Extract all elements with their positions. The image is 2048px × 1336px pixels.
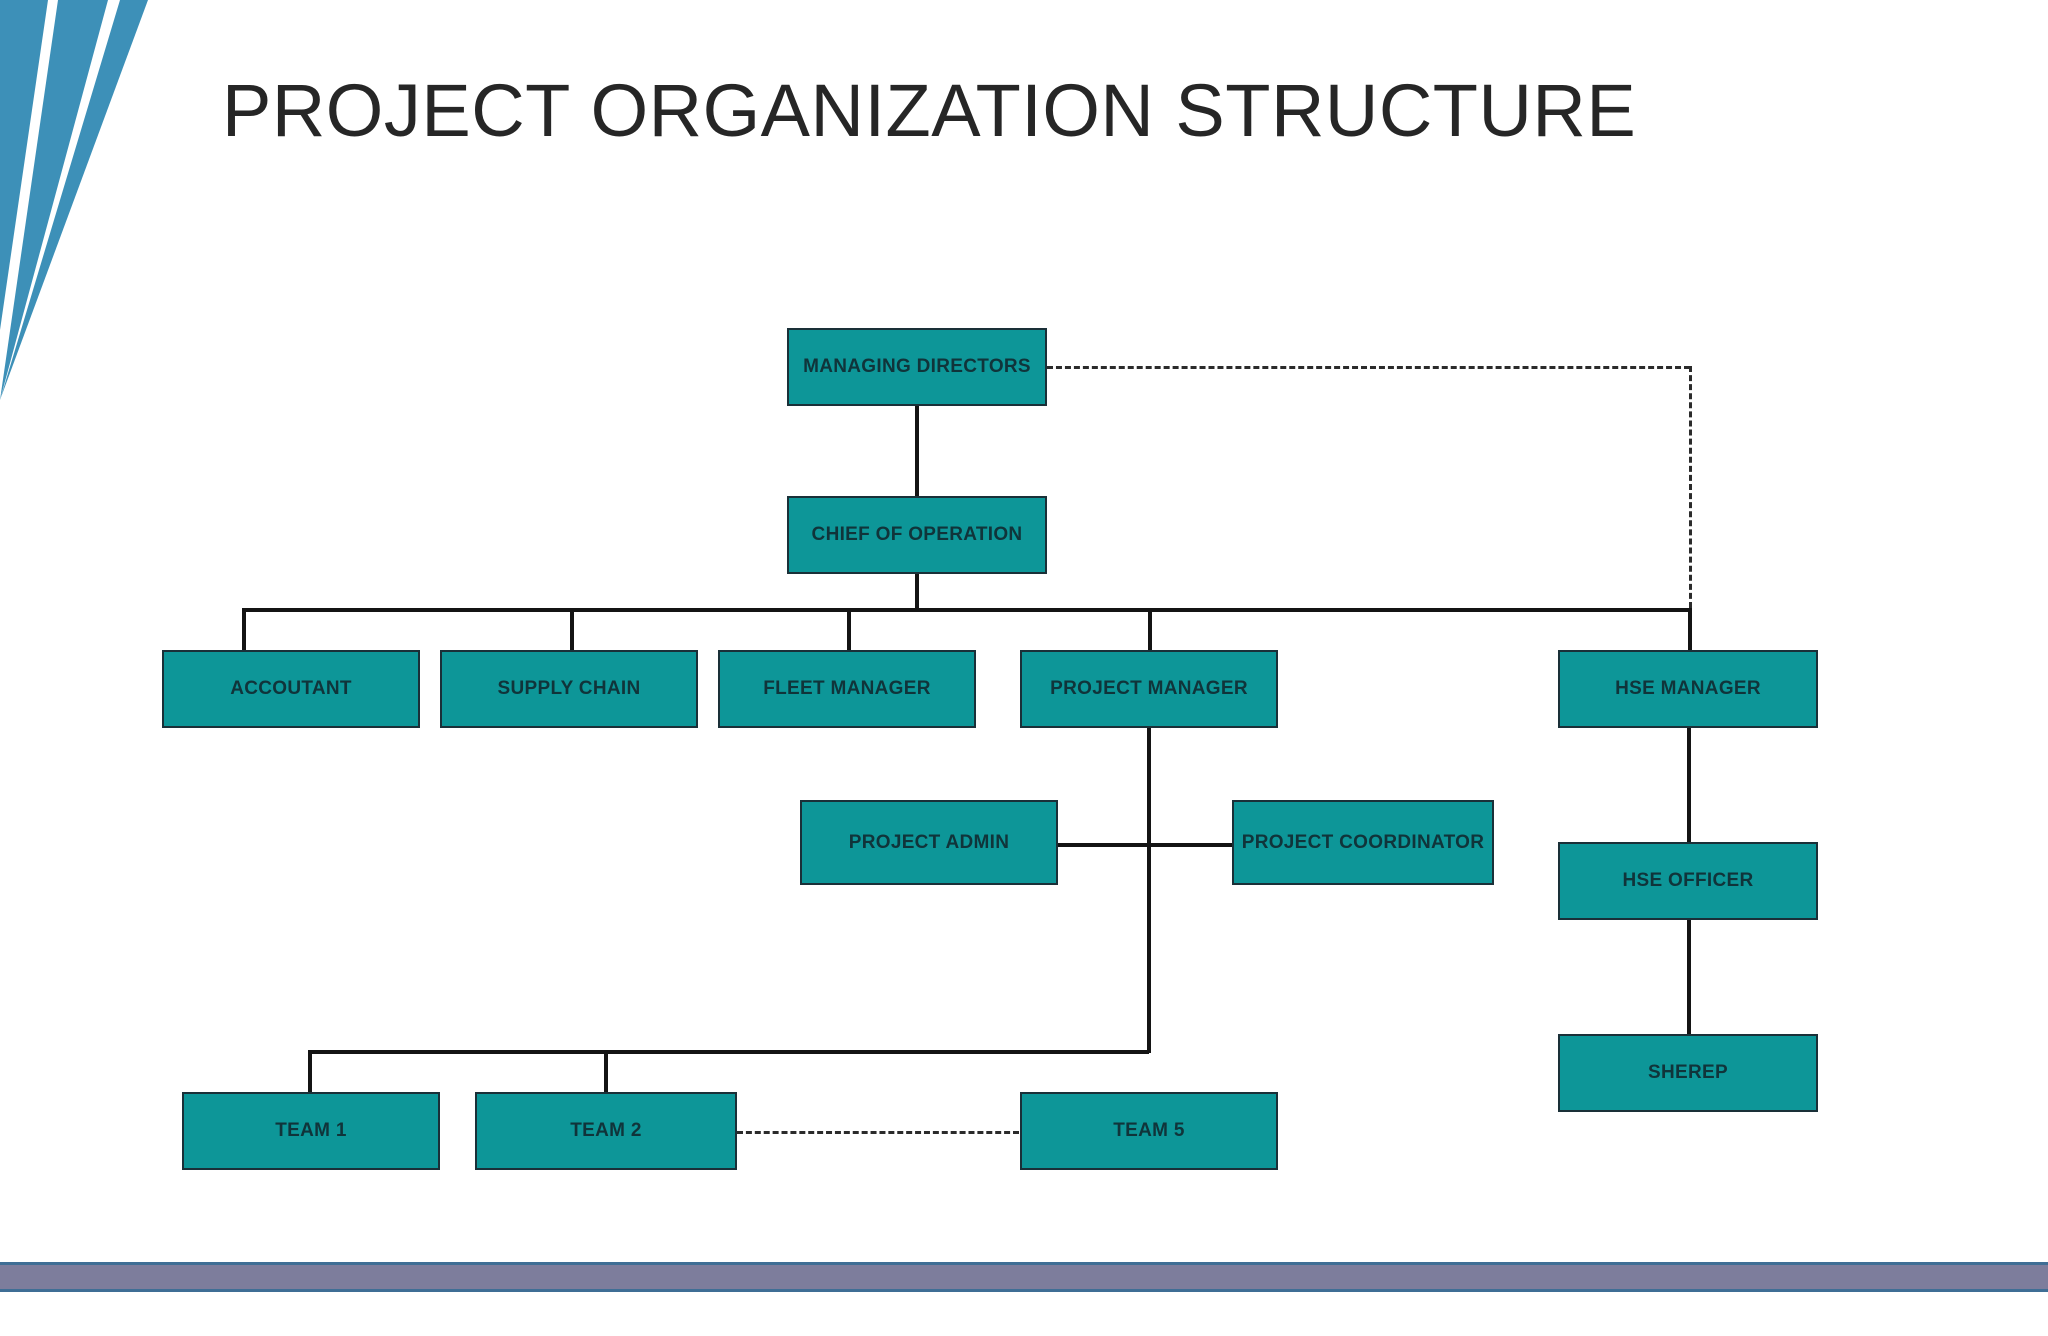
node-team-5[interactable]: TEAM 5 <box>1020 1092 1278 1170</box>
page-title: PROJECT ORGANIZATION STRUCTURE <box>222 69 1637 152</box>
node-label: PROJECT COORDINATOR <box>1241 831 1485 853</box>
node-label: TEAM 1 <box>275 1120 347 1141</box>
project-manager-trunk <box>1147 728 1151 1053</box>
edge-team2-to-team5 <box>737 1131 1019 1134</box>
node-accoutant[interactable]: ACCOUTANT <box>162 650 420 728</box>
node-project-coordinator[interactable]: PROJECT COORDINATOR <box>1232 800 1494 885</box>
node-label: HSE MANAGER <box>1615 678 1761 699</box>
edge-hse-manager-to-officer <box>1687 728 1691 842</box>
node-project-admin[interactable]: PROJECT ADMIN <box>800 800 1058 885</box>
node-label: CHIEF OF OPERATION <box>811 524 1023 545</box>
node-team-1[interactable]: TEAM 1 <box>182 1092 440 1170</box>
drop-line-supply-chain <box>570 608 574 650</box>
edge-md-to-hse-horizontal <box>1047 366 1690 369</box>
drop-line-team-2 <box>604 1050 608 1092</box>
node-label: PROJECT MANAGER <box>1050 678 1248 699</box>
drop-line-project-manager <box>1148 608 1152 650</box>
node-label: ACCOUTANT <box>230 678 352 699</box>
team-bus-bar <box>308 1050 1149 1054</box>
node-label: SHEREP <box>1648 1062 1728 1083</box>
drop-line-hse-manager <box>1688 608 1692 650</box>
node-project-manager[interactable]: PROJECT MANAGER <box>1020 650 1278 728</box>
node-managing-directors[interactable]: MANAGING DIRECTORS <box>787 328 1047 406</box>
footer-bar <box>0 1262 2048 1292</box>
drop-line-team-1 <box>308 1050 312 1092</box>
node-label: PROJECT ADMIN <box>848 831 1010 853</box>
node-label: TEAM 5 <box>1113 1120 1185 1141</box>
node-label: SUPPLY CHAIN <box>497 678 641 699</box>
node-hse-officer[interactable]: HSE OFFICER <box>1558 842 1818 920</box>
node-label: HSE OFFICER <box>1622 870 1754 891</box>
edge-md-to-hse-vertical <box>1689 366 1692 608</box>
node-chief-of-operation[interactable]: CHIEF OF OPERATION <box>787 496 1047 574</box>
drop-line-fleet-manager <box>847 608 851 650</box>
node-label: MANAGING DIRECTORS <box>803 356 1031 377</box>
drop-line-accoutant <box>242 608 246 650</box>
edge-hse-officer-to-sherep <box>1687 920 1691 1034</box>
node-team-2[interactable]: TEAM 2 <box>475 1092 737 1170</box>
node-label: FLEET MANAGER <box>763 678 931 699</box>
node-fleet-manager[interactable]: FLEET MANAGER <box>718 650 976 728</box>
node-label: TEAM 2 <box>570 1120 642 1141</box>
edge-md-to-chief <box>915 406 919 496</box>
node-sherep[interactable]: SHEREP <box>1558 1034 1818 1112</box>
edge-chief-to-bus <box>915 574 919 610</box>
edge-admin-coordinator <box>1058 843 1234 847</box>
node-supply-chain[interactable]: SUPPLY CHAIN <box>440 650 698 728</box>
manager-bus-bar <box>242 608 1692 612</box>
node-hse-manager[interactable]: HSE MANAGER <box>1558 650 1818 728</box>
